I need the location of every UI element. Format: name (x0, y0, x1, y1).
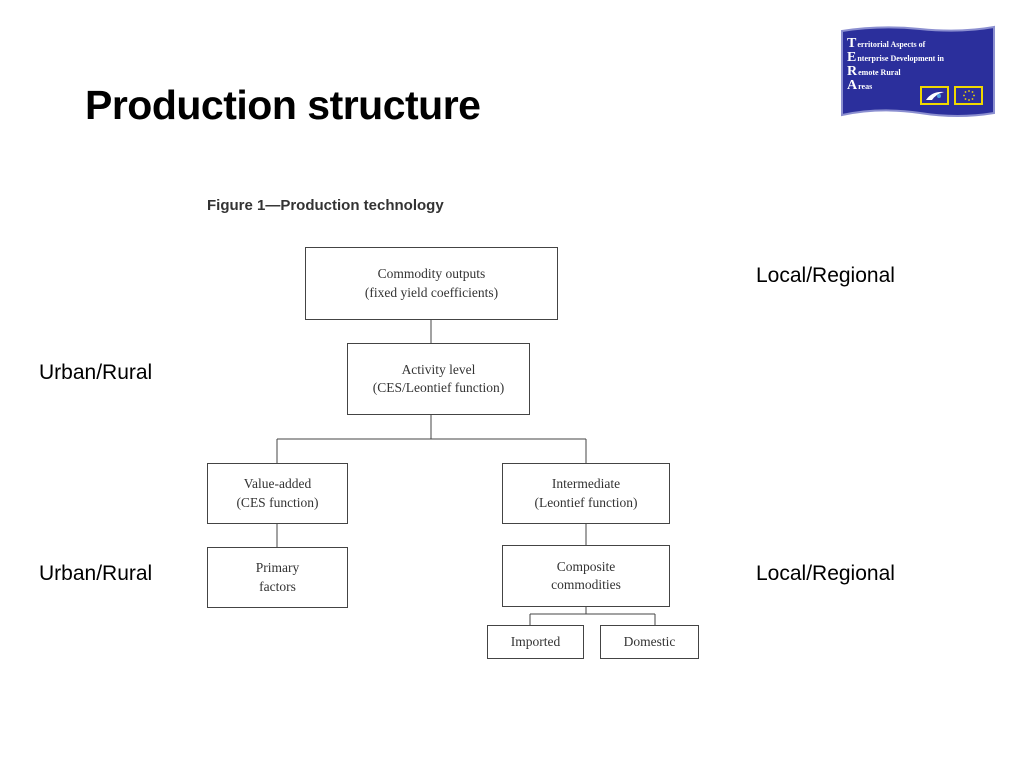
label-urban-rural-lower: Urban/Rural (39, 562, 153, 585)
node-imported: Imported (487, 625, 584, 659)
tera-logo: Territorial Aspects of Enterprise Develo… (840, 25, 996, 119)
node-intermediate: Intermediate (Leontief function) (502, 463, 670, 524)
logo-badges (920, 86, 983, 105)
logo-swoosh-icon (920, 86, 949, 105)
slide-title: Production structure (85, 82, 481, 128)
logo-line-areas: Areas (847, 78, 873, 93)
node-activity-level: Activity level (CES/Leontief function) (347, 343, 530, 415)
node-domestic: Domestic (600, 625, 699, 659)
label-local-regional-bottom: Local/Regional (756, 562, 895, 585)
node-commodity-outputs: Commodity outputs (fixed yield coefficie… (305, 247, 558, 320)
figure-caption: Figure 1—Production technology (207, 197, 444, 214)
logo-line-remote: Remote Rural (847, 64, 901, 79)
logo-line-enterprise: Enterprise Development in (847, 50, 944, 65)
label-urban-rural-upper: Urban/Rural (39, 361, 153, 384)
eu-stars-icon (954, 86, 983, 105)
node-composite-commodities: Composite commodities (502, 545, 670, 607)
logo-text: Territorial Aspects of Enterprise Develo… (847, 37, 944, 93)
node-value-added: Value-added (CES function) (207, 463, 348, 524)
label-local-regional-top: Local/Regional (756, 264, 895, 287)
logo-line-territorial: Territorial Aspects of (847, 36, 926, 51)
node-primary-factors: Primary factors (207, 547, 348, 608)
